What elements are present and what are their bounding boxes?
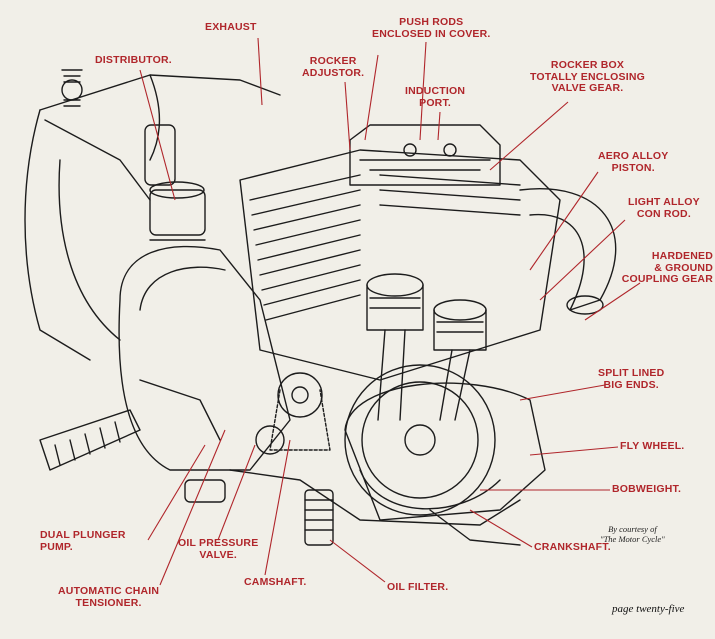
label-split-lined-big-ends-line2: BIG ENDS. xyxy=(603,378,659,391)
timing-cover-icon xyxy=(118,245,291,471)
oil-filter-icon xyxy=(304,489,334,546)
label-dual-plunger-pump-line1: DUAL PLUNGER xyxy=(40,529,126,541)
page-number: page twenty-five xyxy=(612,603,685,615)
label-exhaust: EXHAUST xyxy=(205,21,257,33)
exhaust-pipe-icon xyxy=(519,188,617,315)
label-oil-pressure-valve: OIL PRESSURE VALVE. xyxy=(178,537,259,561)
label-rocker-adjustor-line2: ADJUSTOR. xyxy=(302,66,365,79)
label-light-alloy-con-rod-line2: CON ROD. xyxy=(636,207,691,220)
label-aero-alloy-piston-line1: AERO ALLOY xyxy=(598,150,669,162)
label-aero-alloy-piston: AERO ALLOY PISTON. xyxy=(598,150,669,174)
label-bobweight: BOBWEIGHT. xyxy=(612,483,682,495)
label-dual-plunger-pump: DUAL PLUNGER PUMP. xyxy=(40,529,126,553)
label-distributor: DISTRIBUTOR. xyxy=(95,54,172,66)
label-automatic-chain-tensioner-line1: AUTOMATIC CHAIN xyxy=(58,585,160,597)
label-automatic-chain-tensioner: AUTOMATIC CHAIN TENSIONER. xyxy=(58,585,160,609)
label-rocker-box-line2: TOTALLY ENCLOSING xyxy=(530,70,646,83)
label-fly-wheel: FLY WHEEL. xyxy=(620,440,685,452)
label-oil-pressure-valve-line2: VALVE. xyxy=(199,548,237,561)
label-crankshaft: CRANKSHAFT. xyxy=(534,541,611,553)
label-rocker-adjustor: ROCKER ADJUSTOR. xyxy=(302,55,365,79)
label-dual-plunger-pump-line2: PUMP. xyxy=(40,540,73,553)
frame-icon xyxy=(24,69,281,361)
label-coupling-gear-line3: COUPLING GEAR xyxy=(621,274,713,285)
label-rocker-box-line3: VALVE GEAR. xyxy=(551,82,624,94)
label-automatic-chain-tensioner-line2: TENSIONER. xyxy=(75,596,142,609)
rocker-box-icon xyxy=(349,124,501,186)
label-light-alloy-con-rod: LIGHT ALLOY CON ROD. xyxy=(628,196,700,220)
label-split-lined-big-ends: SPLIT LINED BIG ENDS. xyxy=(598,367,665,391)
footrest-icon xyxy=(39,379,226,503)
label-rocker-box: ROCKER BOX TOTALLY ENCLOSING VALVE GEAR. xyxy=(530,59,646,95)
label-push-rods-line1: PUSH RODS xyxy=(399,16,464,28)
timing-chain-icon xyxy=(255,372,331,455)
label-coupling-gear-line2: & GROUND xyxy=(654,261,713,274)
label-rocker-adjustor-line1: ROCKER xyxy=(309,55,357,67)
label-coupling-gear: HARDENED & GROUND COUPLING GEAR xyxy=(615,250,713,286)
label-rocker-box-line1: ROCKER BOX xyxy=(550,59,625,71)
crankcase-icon xyxy=(229,469,521,546)
label-oil-filter: OIL FILTER. xyxy=(387,581,449,593)
distributor-icon xyxy=(144,124,206,241)
label-push-rods: PUSH RODS ENCLOSED IN COVER. xyxy=(372,16,491,40)
label-induction-port: INDUCTION PORT. xyxy=(405,85,466,109)
leader-lines xyxy=(139,37,641,586)
courtesy-line1: By courtesy of xyxy=(608,524,657,534)
label-push-rods-line2: ENCLOSED IN COVER. xyxy=(372,27,491,40)
piston-icon xyxy=(366,273,487,351)
label-coupling-gear-line1: HARDENED xyxy=(651,250,713,262)
label-oil-pressure-valve-line1: OIL PRESSURE xyxy=(178,537,259,549)
label-split-lined-big-ends-line1: SPLIT LINED xyxy=(598,367,665,379)
label-aero-alloy-piston-line2: PISTON. xyxy=(611,161,655,174)
label-induction-port-line1: INDUCTION xyxy=(405,85,466,97)
courtesy-note: By courtesy of "The Motor Cycle" xyxy=(600,524,665,544)
flywheel-icon xyxy=(344,364,546,521)
label-light-alloy-con-rod-line1: LIGHT ALLOY xyxy=(628,196,700,208)
label-camshaft: CAMSHAFT. xyxy=(244,576,307,588)
cylinder-block-icon xyxy=(239,149,561,381)
courtesy-line2: "The Motor Cycle" xyxy=(600,534,665,544)
label-induction-port-line2: PORT. xyxy=(419,96,452,109)
